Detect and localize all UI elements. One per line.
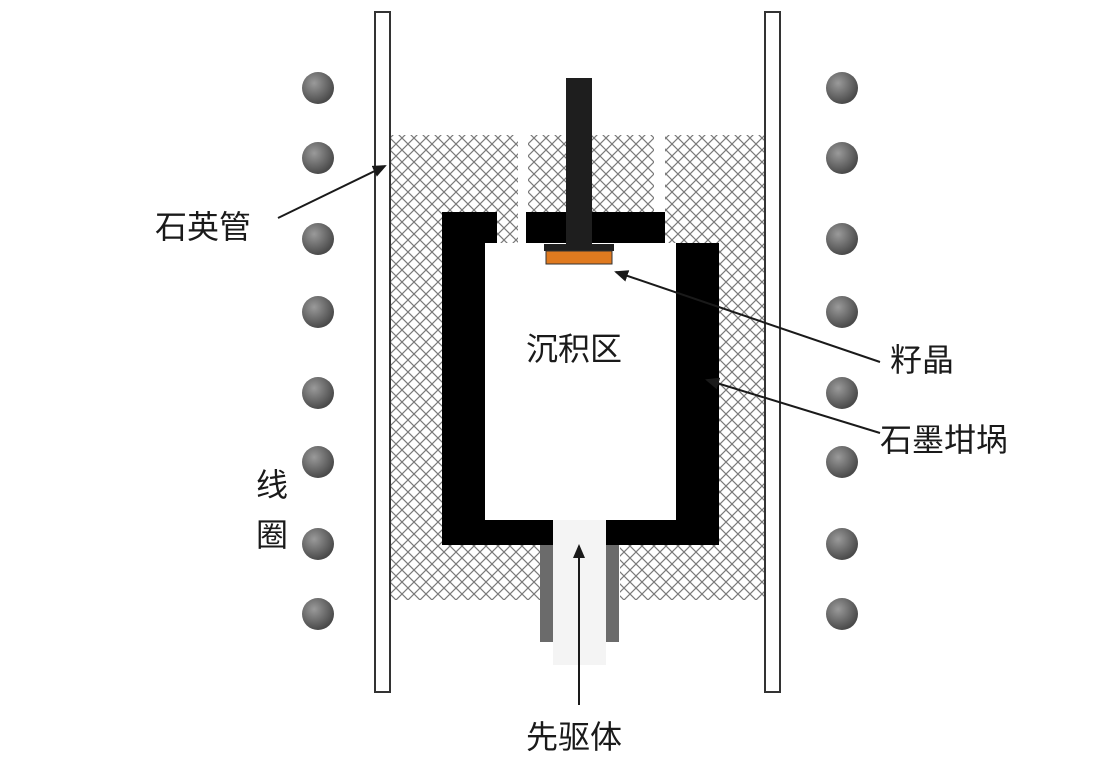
insulation-bottom-left-block <box>518 540 540 600</box>
coil-turn-left-6 <box>302 446 334 478</box>
induction-coil <box>302 72 858 630</box>
graphite-crucible-arrow <box>705 377 881 434</box>
seed-holder-plate <box>544 244 614 251</box>
quartz-tube-right-wall <box>764 11 781 693</box>
coil-turn-right-1 <box>826 72 858 104</box>
deposition-zone-label: 沉积区 <box>526 330 622 368</box>
quartz-tube-label: 石英管 <box>155 208 251 246</box>
seed-crystal-arrow <box>614 270 881 363</box>
seed-crystal-label: 籽晶 <box>890 341 954 379</box>
precursor-feed-left-wall <box>540 545 553 642</box>
coil-turn-left-7 <box>302 528 334 560</box>
coil-turn-right-6 <box>826 446 858 478</box>
coil-label-char-2: 圈 <box>256 516 288 554</box>
seed-crystal <box>545 250 613 265</box>
precursor-label: 先驱体 <box>526 718 622 756</box>
quartz-tube-arrow <box>277 165 387 219</box>
coil-turn-left-3 <box>302 223 334 255</box>
quartz-tube-left-wall <box>374 11 391 693</box>
coil-turn-right-4 <box>826 296 858 328</box>
seed-holder-rod <box>566 78 592 248</box>
coil-turn-left-8 <box>302 598 334 630</box>
coil-turn-right-5 <box>826 377 858 409</box>
coil-turn-right-2 <box>826 142 858 174</box>
insulation-top-center-block <box>528 135 568 212</box>
crucible-lid <box>526 212 664 243</box>
coil-turn-left-5 <box>302 377 334 409</box>
coil-turn-right-7 <box>826 528 858 560</box>
coil-turn-right-8 <box>826 598 858 630</box>
coil-turn-left-2 <box>302 142 334 174</box>
deposition-zone <box>485 243 676 520</box>
coil-turn-left-4 <box>302 296 334 328</box>
graphite-crucible <box>442 212 719 545</box>
insulation-top-center-block-2 <box>591 135 654 212</box>
insulation-bottom-right-block <box>620 540 665 600</box>
graphite-crucible-label: 石墨坩埚 <box>880 421 1008 459</box>
coil-label-char-1: 线 <box>256 466 288 504</box>
coil-turn-left-1 <box>302 72 334 104</box>
precursor-feed-right-wall <box>606 545 619 642</box>
coil-turn-right-3 <box>826 223 858 255</box>
